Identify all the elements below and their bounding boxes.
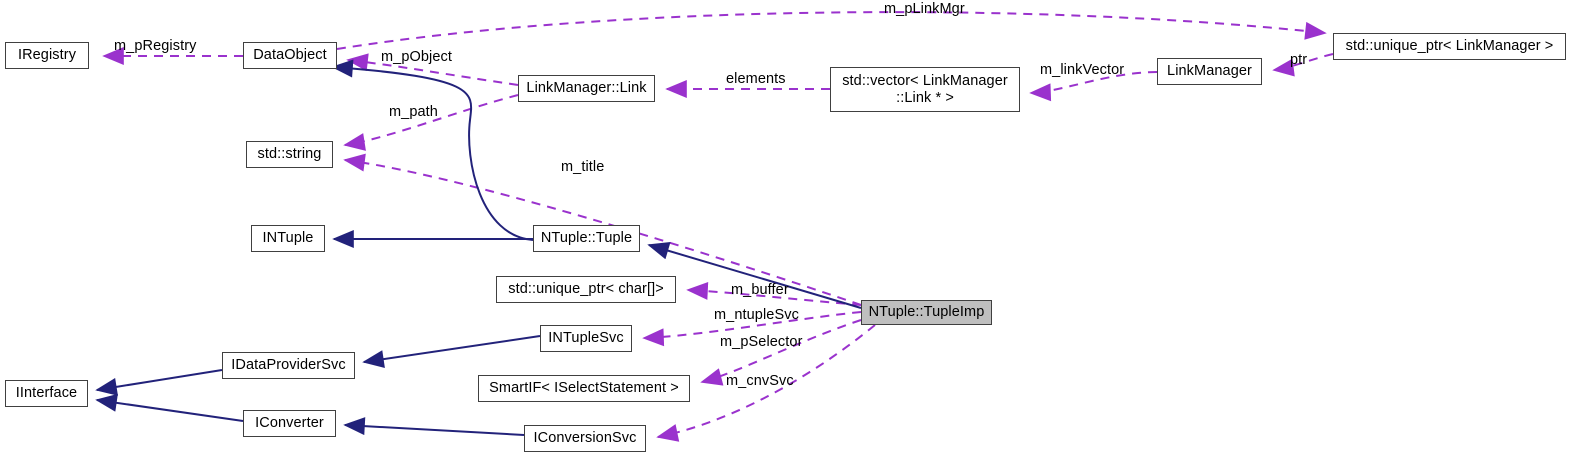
node-uniqueptrlinkmgr[interactable]: std::unique_ptr< LinkManager > (1333, 33, 1566, 60)
edge-label-ptr: ptr (1290, 52, 1308, 68)
edge-iconversionsvc-iconverter (343, 417, 525, 436)
edge-label-m_pRegistry: m_pRegistry (114, 38, 197, 54)
edge-label-m_buffer: m_buffer (731, 282, 789, 298)
node-linkmanager[interactable]: LinkManager (1157, 58, 1262, 85)
node-vectorlinks[interactable]: std::vector< LinkManager ::Link * > (830, 67, 1020, 112)
edge-tupleimp-tuple (647, 242, 862, 309)
node-stdstring[interactable]: std::string (246, 141, 333, 168)
edge-m_path (343, 94, 519, 151)
edge-idataprovidersvc-iinterface (95, 369, 223, 396)
edge-tuple-dataobject (331, 59, 534, 241)
node-intuple[interactable]: INTuple (251, 225, 325, 252)
edge-label-m_pObject: m_pObject (381, 49, 453, 65)
node-dataobject[interactable]: DataObject (243, 42, 337, 69)
node-ntupletuple[interactable]: NTuple::Tuple (533, 225, 640, 252)
node-iconverter[interactable]: IConverter (243, 410, 336, 437)
edge-label-m_pLinkMgr: m_pLinkMgr (884, 1, 965, 17)
node-ntupletupleimp[interactable]: NTuple::TupleImp (861, 300, 992, 325)
node-iconversionsvc[interactable]: IConversionSvc (524, 425, 646, 452)
node-idataprovidersvc[interactable]: IDataProviderSvc (222, 352, 355, 379)
edge-label-m_path: m_path (389, 104, 438, 120)
edge-label-elements: elements (726, 71, 786, 87)
edge-label-m_pSelector: m_pSelector (720, 334, 803, 350)
edge-label-m_ntupleSvc: m_ntupleSvc (714, 307, 799, 323)
edge-intuplesvc-idataprovidersvc (362, 335, 541, 369)
node-iregistry[interactable]: IRegistry (5, 42, 89, 69)
edge-m_pLinkMgr (336, 11, 1327, 50)
node-smartifselect[interactable]: SmartIF< ISelectStatement > (478, 375, 690, 402)
node-intuplesvc[interactable]: INTupleSvc (540, 325, 632, 352)
node-iinterface[interactable]: IInterface (5, 380, 88, 407)
node-uniqueptrchar[interactable]: std::unique_ptr< char[]> (496, 276, 676, 303)
node-linkmanagerlink[interactable]: LinkManager::Link (518, 75, 655, 102)
edge-label-m_title: m_title (561, 159, 605, 175)
edge-label-m_linkVector: m_linkVector (1040, 62, 1125, 78)
edge-iconverter-iinterface (95, 393, 244, 422)
edge-label-m_cnvSvc: m_cnvSvc (726, 373, 794, 389)
